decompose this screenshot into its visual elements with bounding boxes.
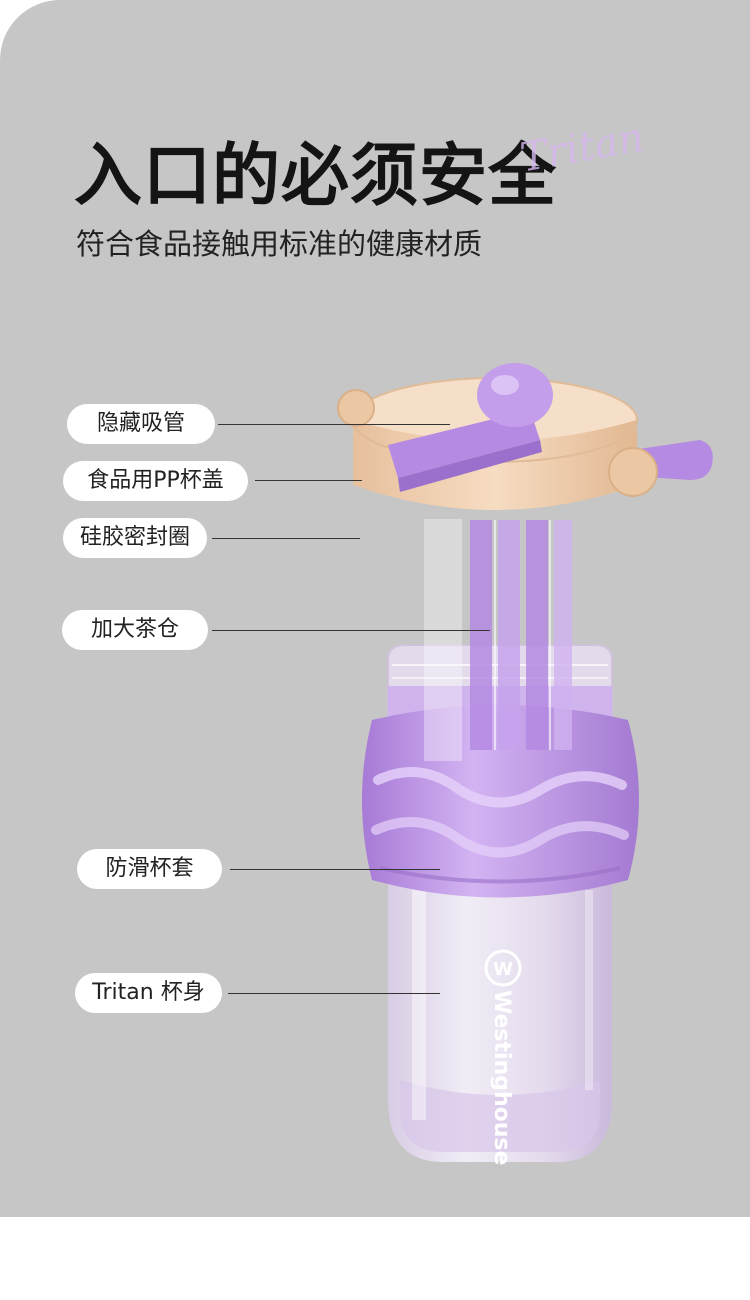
anti-slip-sleeve — [362, 705, 639, 898]
callout-seal-ring: 硅胶密封圈 — [63, 518, 207, 558]
straw-tubes — [424, 519, 572, 761]
svg-text:W: W — [493, 959, 513, 980]
bottle-lid — [337, 363, 713, 510]
background-panel: 入口的必须安全 符合食品接触用标准的健康材质 Tritan — [0, 0, 750, 1217]
leader-seal-ring — [212, 538, 360, 539]
water-bottle-illustration: W Westinghouse — [337, 363, 713, 1165]
page-subtitle: 符合食品接触用标准的健康材质 — [76, 227, 483, 261]
page-title: 入口的必须安全 — [74, 137, 558, 216]
bottle-body — [388, 860, 612, 1162]
brand-wordmark: Westinghouse — [489, 990, 514, 1165]
leader-sleeve — [230, 869, 440, 870]
brand-logo: W — [484, 949, 522, 987]
bottom-whitespace — [0, 1217, 750, 1300]
leader-tritan-body — [228, 993, 440, 994]
leader-hidden-straw — [218, 424, 450, 425]
callout-tritan-body: Tritan 杯身 — [75, 973, 222, 1013]
leader-pp-lid — [255, 480, 362, 481]
callout-pp-lid: 食品用PP杯盖 — [63, 461, 248, 501]
callout-tea-chamber: 加大茶仓 — [62, 610, 208, 650]
callout-hidden-straw: 隐藏吸管 — [67, 404, 215, 444]
callout-sleeve: 防滑杯套 — [77, 849, 222, 889]
leader-tea-chamber — [212, 630, 490, 631]
